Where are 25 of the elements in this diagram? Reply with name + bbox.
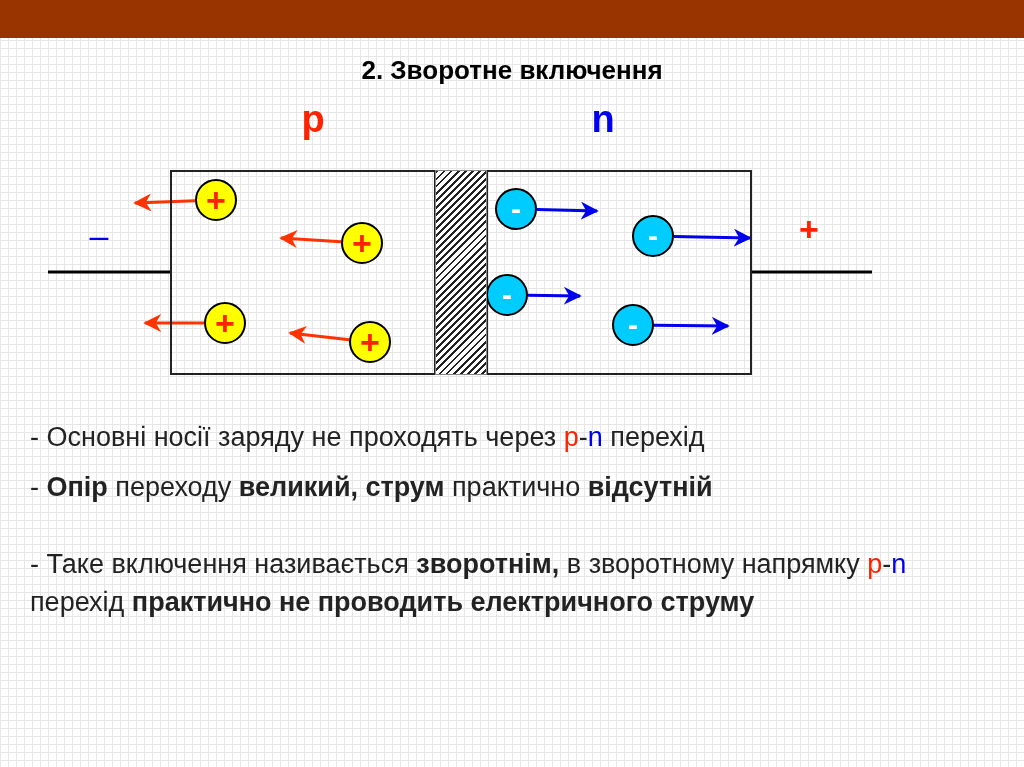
note-text: - Таке включення називається зворотнім, в зворотному напрямку p-n перехід практично не проводить електричного струму	[30, 548, 908, 619]
hole-charge: +	[341, 222, 383, 264]
electron-charge: -	[632, 215, 674, 257]
terminal-sign: +	[798, 212, 820, 246]
motion-arrow	[143, 314, 204, 332]
electron-charge: -	[486, 274, 528, 316]
hole-charge: +	[195, 179, 237, 221]
motion-arrow	[673, 228, 752, 247]
motion-arrow	[279, 230, 342, 248]
electron-charge: -	[495, 188, 537, 230]
note-text: - Основні носії заряду не проходять через p-n перехід	[30, 421, 706, 454]
title: 2. Зворотне включення	[360, 55, 664, 86]
motion-arrow	[527, 286, 582, 305]
hole-charge: +	[349, 321, 391, 363]
note-text: - Опір переходу великий, струм практично відсутній	[30, 471, 714, 504]
junction-layer	[435, 170, 487, 375]
terminal-sign: –	[88, 218, 110, 252]
region-label: n	[590, 98, 616, 141]
hole-charge: +	[204, 302, 246, 344]
motion-arrow	[133, 193, 196, 212]
motion-arrow	[654, 316, 730, 335]
electron-charge: -	[612, 304, 654, 346]
motion-arrow	[288, 325, 350, 344]
motion-arrow	[536, 201, 599, 220]
region-label: p	[300, 98, 326, 141]
